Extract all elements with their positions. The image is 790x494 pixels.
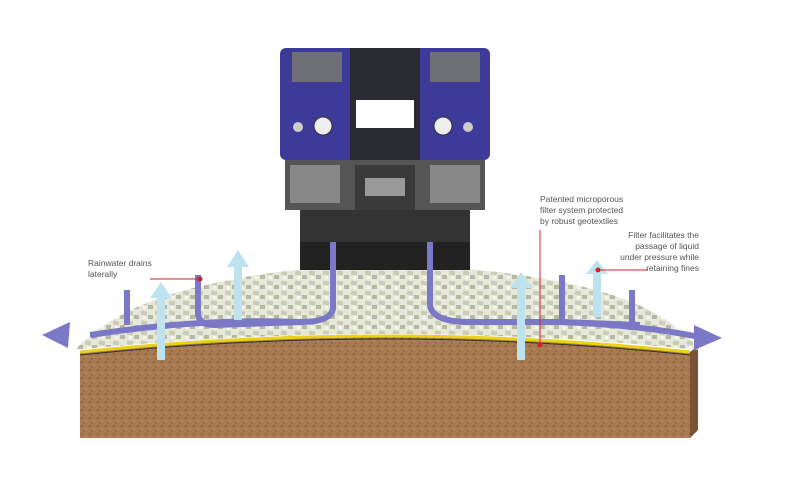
label-line: Rainwater drains [88, 258, 152, 268]
label-line: Filter facilitates the [628, 230, 699, 240]
label-line: under pressure while [620, 252, 699, 262]
label-line: passage of liquid [635, 241, 699, 251]
geotextile-edge [79, 338, 691, 356]
train-front [280, 48, 490, 270]
soil-subgrade [80, 336, 690, 438]
callout-lines [150, 230, 648, 348]
ballast-layer [75, 267, 700, 350]
label-line: laterally [88, 269, 118, 279]
label-line: retaining fines [646, 263, 699, 273]
label-line: Patented microporous [540, 194, 624, 204]
label-line: by robust geotextiles [540, 216, 618, 226]
geotextile-line [79, 334, 691, 354]
label-line: filter system protected [540, 205, 624, 215]
right-outflow-arrow-icon [694, 325, 722, 350]
drainage-flow [89, 242, 701, 340]
rainwater-label: Rainwater drains laterally [88, 258, 152, 280]
soil-side [690, 346, 698, 438]
left-outflow-arrow-icon [42, 322, 70, 348]
filter-system-label: Patented microporous filter system prote… [540, 194, 623, 227]
filter-passage-label: Filter facilitates the passage of liquid… [620, 230, 699, 274]
